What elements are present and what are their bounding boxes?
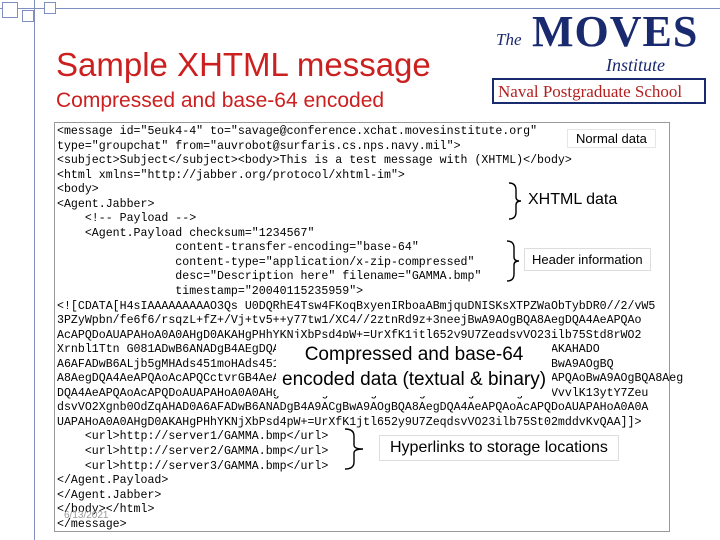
code-line: type="groupchat" from="auvrobot@surfaris… <box>57 139 461 153</box>
code-line: <subject>Subject</subject><body>This is … <box>57 154 572 168</box>
code-line: <html xmlns="http://jabber.org/protocol/… <box>57 168 405 182</box>
decorative-square <box>44 2 56 14</box>
decorative-square <box>2 2 18 18</box>
code-line: <url>http://server1/GAMMA.bmp</url> <box>57 430 329 444</box>
slide-title: Sample XHTML message <box>56 46 431 83</box>
annotation-header-information: Header information <box>524 248 651 271</box>
logo-moves: MOVES <box>532 7 699 56</box>
logo-the: The <box>496 30 522 49</box>
footer-date: 6/13/2021 <box>64 510 109 521</box>
xml-code-box: <message id="5euk4-4" to="savage@confere… <box>54 122 683 532</box>
code-line: timestamp="20040115235959"> <box>57 285 364 299</box>
code-line: <Agent.Jabber> <box>57 197 155 211</box>
decorative-line-vertical <box>34 0 35 540</box>
logo-school-bar: Naval Postgraduate School <box>492 78 706 104</box>
code-line: </message> <box>57 517 127 531</box>
slide-subtitle: Compressed and base-64 encoded <box>56 89 385 112</box>
code-line: 3PZyWpbn/fe6f6/rsqzL+fZ+/Vj+tv5++y77tw1/… <box>57 314 642 328</box>
logo-institute: Institute <box>606 55 665 75</box>
code-line: <body> <box>57 183 99 197</box>
annotation-compressed-line2: encoded data (textual & binary) <box>282 369 547 390</box>
annotation-normal-data: Normal data <box>567 129 656 148</box>
code-line: <message id="5euk4-4" to="savage@confere… <box>57 125 538 138</box>
xml-code: <message id="5euk4-4" to="savage@confere… <box>57 125 683 532</box>
code-line: desc="Description here" filename="GAMMA.… <box>57 270 482 284</box>
code-line: </Agent.Jabber> <box>57 488 162 502</box>
brace-hyperlinks <box>344 428 364 470</box>
code-line: <url>http://server2/GAMMA.bmp</url> <box>57 445 329 459</box>
annotation-compressed-line1: Compressed and base-64 <box>304 344 524 365</box>
code-line: <!-- Payload --> <box>57 212 197 226</box>
decorative-square <box>22 10 34 22</box>
code-line: content-transfer-encoding="base-64" <box>57 241 419 255</box>
code-line: </Agent.Payload> <box>57 474 169 488</box>
code-line: UAPAHoA0A0AHgD0AKAHgPHhYKNjXbPsd4pW+=UrX… <box>57 415 642 429</box>
code-line: content-type="application/x-zip-compress… <box>57 255 475 269</box>
annotation-compressed-data: Compressed and base-64 encoded data (tex… <box>276 338 553 396</box>
code-line: </body></html> <box>57 503 155 517</box>
brace-xhtml <box>508 182 522 220</box>
code-line: dsvVO2Xgnb0OdZqAHAD0A6AFADwB6ANADgB4A9AC… <box>57 401 649 415</box>
logo-school-name: Naval Postgraduate School <box>498 82 683 101</box>
brace-header <box>506 240 520 282</box>
code-line: <![CDATA[H4sIAAAAAAAAAO3Qs U0DQRhE4Tsw4F… <box>57 299 656 313</box>
code-line: <url>http://server3/GAMMA.bmp</url> <box>57 459 329 473</box>
decorative-line-horizontal <box>0 8 720 9</box>
annotation-xhtml-data: XHTML data <box>526 190 620 210</box>
code-line: <Agent.Payload checksum="1234567" <box>57 226 315 240</box>
moves-institute-logo: The MOVES Institute Naval Postgraduate S… <box>488 6 713 106</box>
annotation-hyperlinks: Hyperlinks to storage locations <box>379 435 619 461</box>
